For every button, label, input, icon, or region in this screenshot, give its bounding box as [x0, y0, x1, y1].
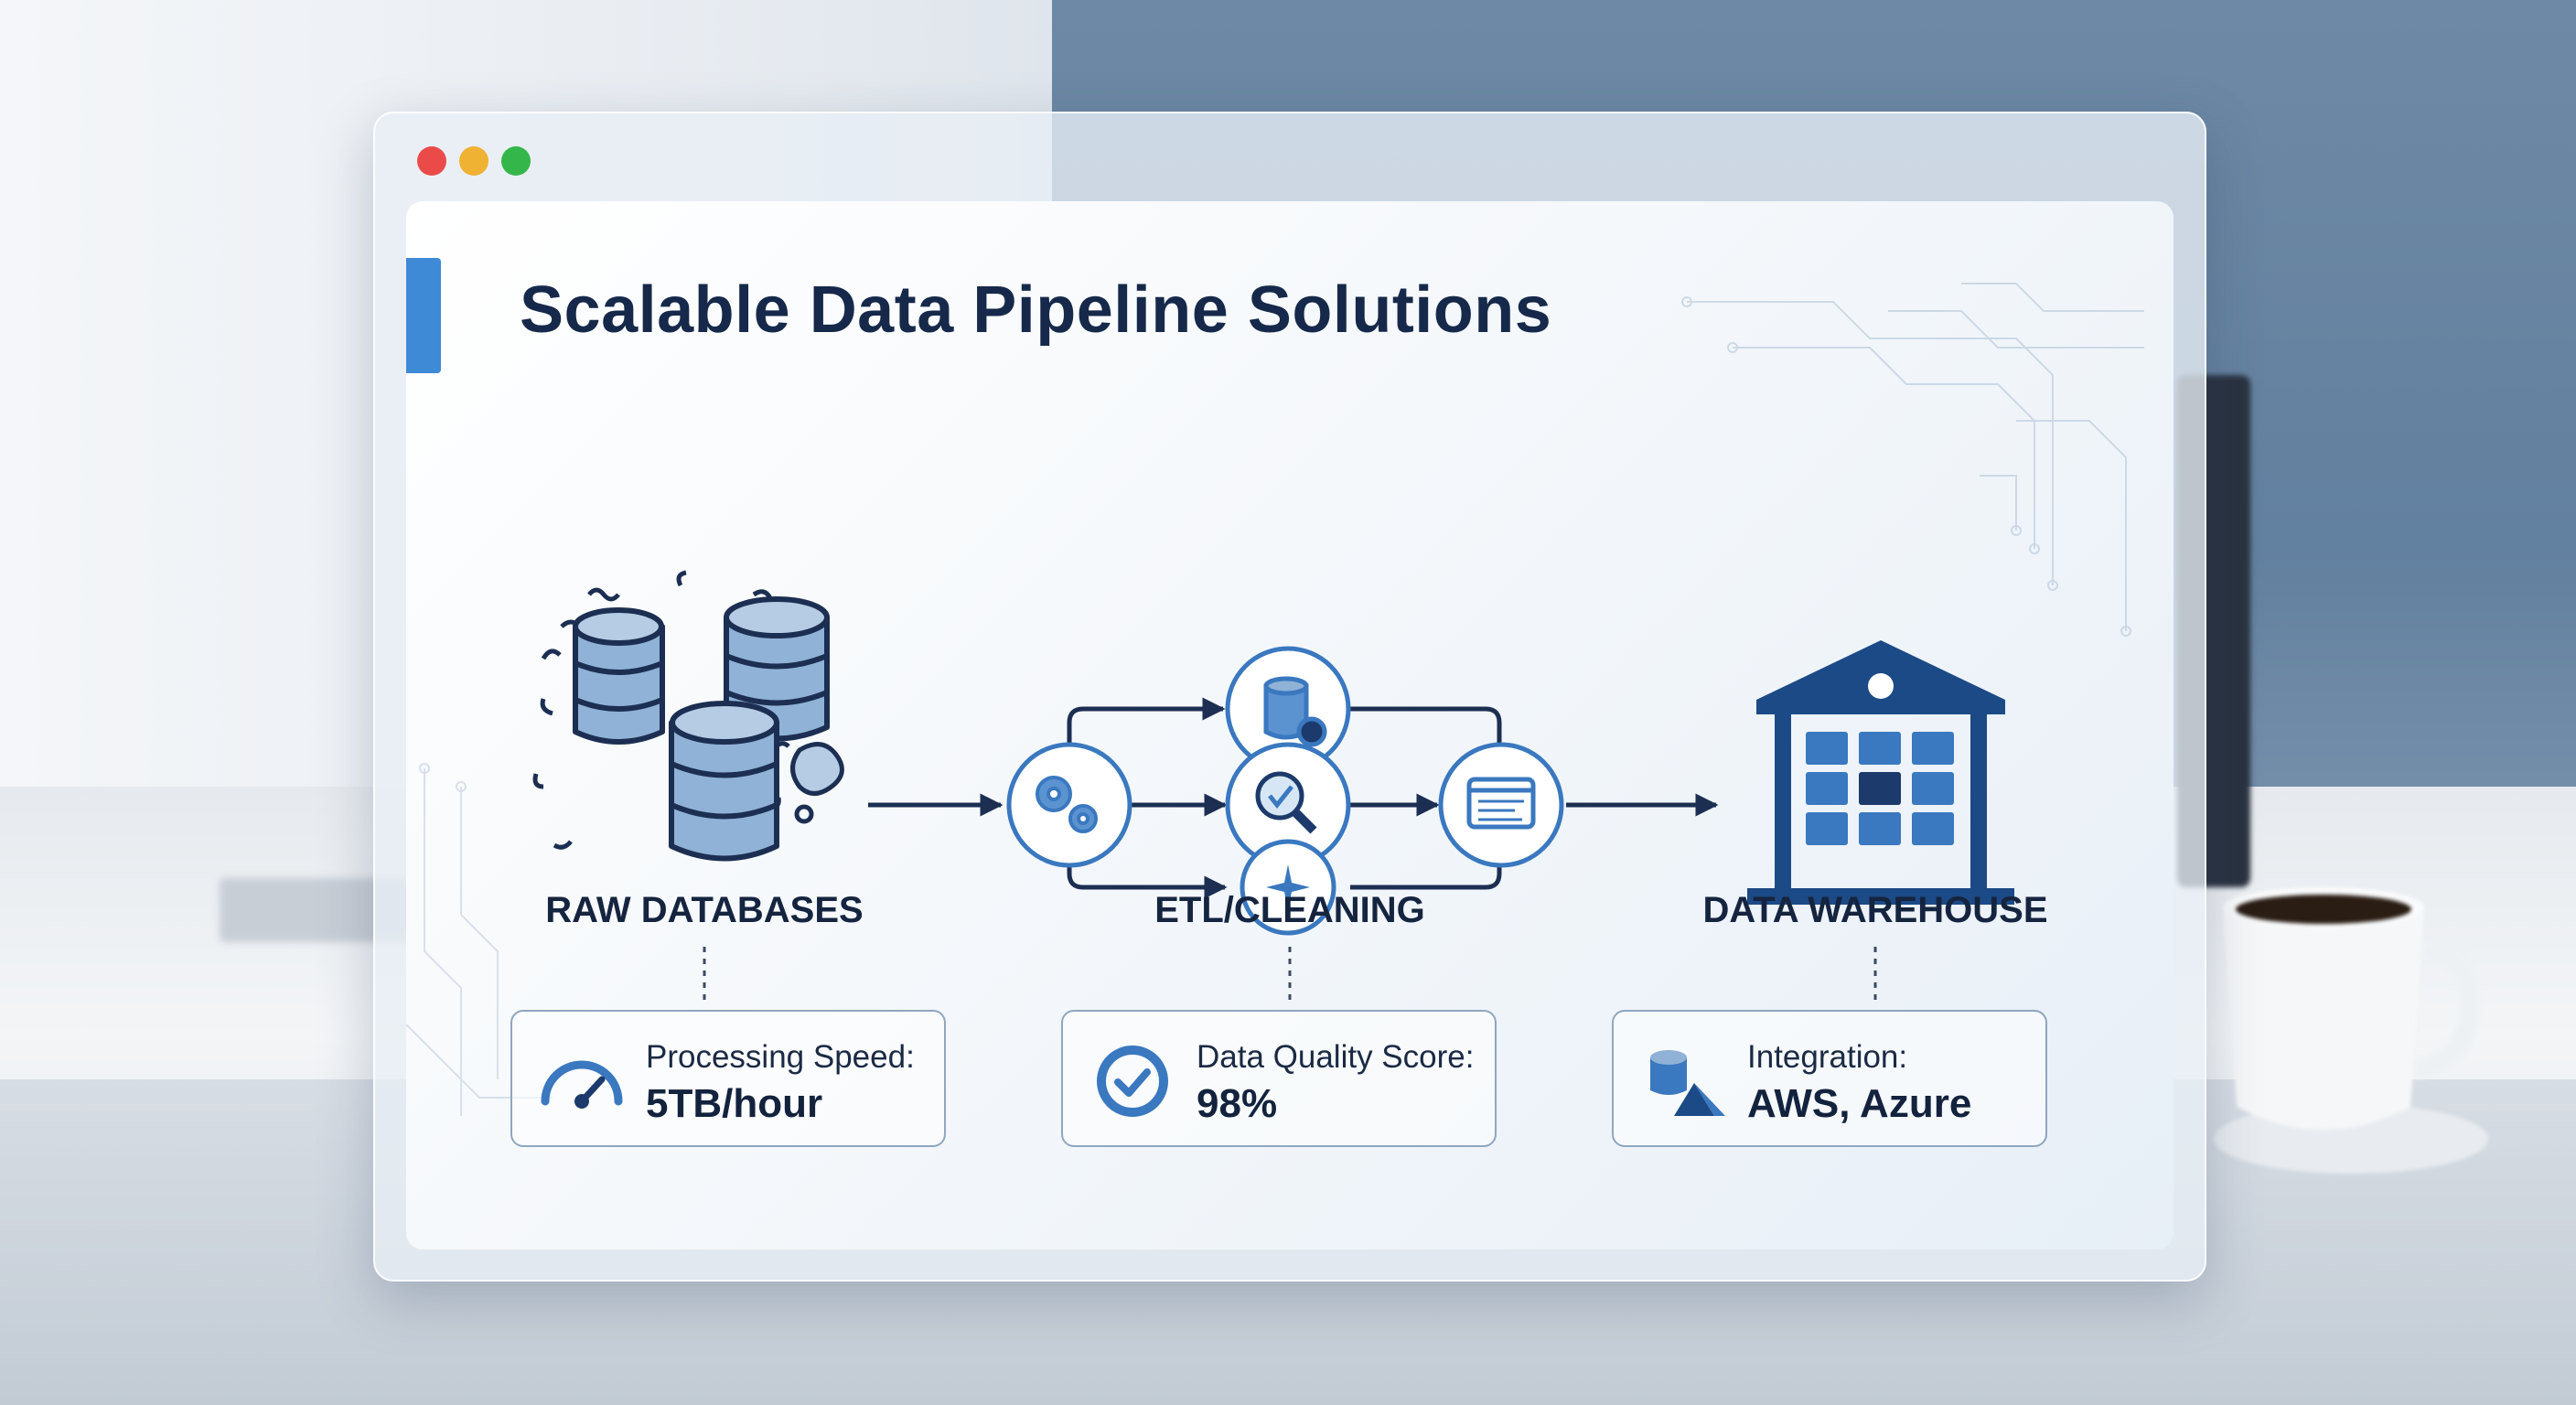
database-cluster-icon: [532, 570, 844, 862]
database-cylinder-front: [669, 701, 779, 862]
metric-label: Processing Speed:: [646, 1039, 915, 1075]
speedometer-icon: [541, 1060, 623, 1109]
close-dot-icon[interactable]: [417, 146, 446, 176]
metric-card-processing-speed: Processing Speed: 5TB/hour: [510, 1010, 946, 1147]
stage-label-etl-cleaning: ETL/CLEANING: [1154, 890, 1425, 930]
metric-label: Integration:: [1747, 1039, 1908, 1075]
slide-content: Scalable Data Pipeline Solutions: [406, 201, 2174, 1249]
window-controls: [417, 146, 531, 176]
maximize-dot-icon[interactable]: [501, 146, 531, 176]
title-accent-bar: [406, 258, 441, 373]
metric-value: AWS, Azure: [1747, 1081, 1972, 1126]
circuit-decoration: [1681, 283, 2144, 637]
page-title: Scalable Data Pipeline Solutions: [520, 273, 1552, 347]
coffee-cup: [2214, 887, 2488, 1174]
metric-value: 98%: [1197, 1081, 1278, 1126]
cloud-database-icon: [1650, 1050, 1725, 1116]
database-cylinder-left: [573, 607, 665, 745]
pipeline-diagram: [406, 283, 2144, 1116]
warehouse-icon: [1747, 640, 2014, 905]
stage-label-data-warehouse: DATA WAREHOUSE: [1702, 890, 2048, 930]
metric-card-integration: Integration: AWS, Azure: [1612, 1010, 2047, 1147]
browser-window: Scalable Data Pipeline Solutions: [373, 112, 2206, 1282]
metric-value: 5TB/hour: [646, 1081, 823, 1126]
etl-dashboard-node: [1438, 742, 1564, 868]
etl-flow-icon: [1067, 697, 1719, 899]
circuit-decoration-left: [406, 763, 553, 1116]
check-circle-icon: [1097, 1046, 1168, 1117]
minimize-dot-icon[interactable]: [459, 146, 488, 176]
stage-label-raw-databases: RAW DATABASES: [545, 890, 864, 930]
metric-label: Data Quality Score:: [1197, 1039, 1475, 1075]
etl-search-node: [1225, 742, 1351, 868]
etl-sparkle-node: [1240, 839, 1336, 936]
dashed-connectors: [703, 947, 1877, 1006]
etl-gears-node: [1006, 742, 1132, 868]
metric-card-data-quality: Data Quality Score: 98%: [1061, 1010, 1497, 1147]
